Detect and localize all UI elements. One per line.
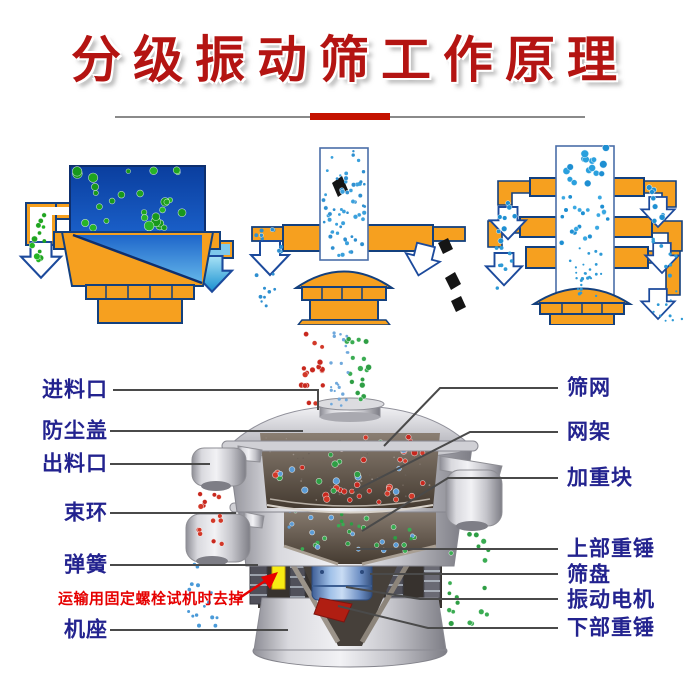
label-upper-weight: 上部重锤 <box>567 536 655 561</box>
label-weight-block: 加重块 <box>567 465 633 490</box>
particles-coarse <box>562 145 610 188</box>
particles-right-2 <box>651 237 678 278</box>
annotation-arrow <box>237 572 278 601</box>
label-spring: 弹簧 <box>64 552 108 577</box>
page-title: 分级振动筛工作原理 <box>71 32 629 88</box>
particles-fine <box>568 247 603 298</box>
label-feed-inlet: 进料口 <box>42 377 108 402</box>
feed-stream-red <box>298 331 326 407</box>
label-sieve-tray: 筛盘 <box>567 562 611 587</box>
particles-left-1 <box>496 200 518 244</box>
mesh-line <box>266 504 434 514</box>
discharge-spout-lower-left <box>185 511 265 566</box>
illustration-multi-deck-grading <box>485 145 684 325</box>
label-screen-mesh: 筛网 <box>567 375 611 400</box>
illustration-impurity-removal <box>250 147 466 325</box>
particles-left-2 <box>494 245 514 290</box>
label-clamp-ring: 束环 <box>64 500 108 525</box>
lower-weight <box>313 597 353 623</box>
upper-deck <box>221 406 479 514</box>
particles-blue-column <box>321 150 367 258</box>
particles-medium <box>558 194 610 246</box>
particles-green-tank <box>71 166 187 232</box>
label-lower-weight: 下部重锤 <box>567 615 655 640</box>
particles-right-1 <box>646 184 666 224</box>
particles-right-3 <box>652 290 684 322</box>
out-stream-green <box>446 531 491 627</box>
particles-blue-left-out <box>254 227 284 308</box>
divider-red-bar <box>310 113 390 120</box>
discharge-spout-right <box>439 455 503 531</box>
label-mesh-frame: 网架 <box>567 419 611 444</box>
discharge-spout-upper-left <box>191 445 263 491</box>
transport-bolt-annotation: 运输用固定螺栓试机时去掉 <box>58 591 245 608</box>
feed-stream-green <box>343 336 372 402</box>
out-stream-red <box>195 491 225 547</box>
illustration-liquid-solid-separation <box>20 165 234 324</box>
label-vibration-motor: 振动电机 <box>567 587 655 612</box>
feed-inlet <box>315 397 385 422</box>
label-discharge-outlet: 出料口 <box>42 451 108 476</box>
label-dust-cover: 防尘盖 <box>42 418 108 443</box>
feed-stream-blue <box>329 331 350 407</box>
title-divider <box>115 113 585 121</box>
clamp-ring <box>221 440 479 452</box>
vibrating-sieve-cutaway <box>110 331 558 668</box>
leader-lines <box>110 387 558 631</box>
label-machine-base: 机座 <box>64 617 108 642</box>
particles-green-out <box>28 212 47 263</box>
